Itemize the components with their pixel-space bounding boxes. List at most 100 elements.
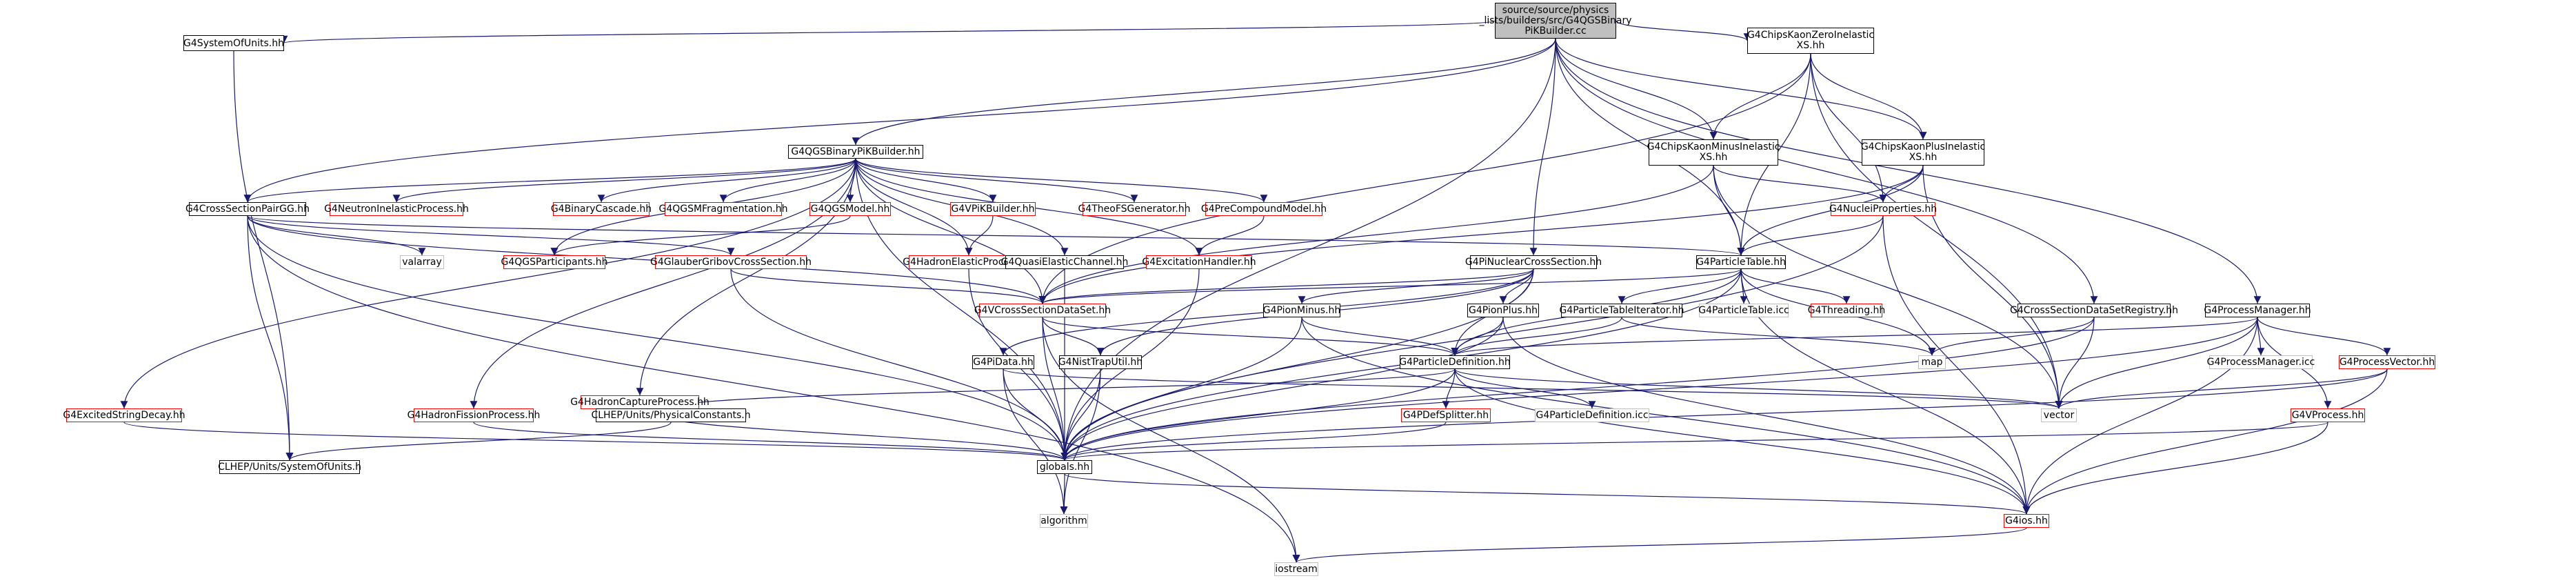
edge-xspair-to-valarray [247, 215, 426, 256]
edge-qgsbin-to-hadel [855, 158, 973, 256]
edge-procmgr-to-procvector [2257, 317, 2391, 356]
edge-qgsbin-to-bincasc [597, 158, 856, 203]
node-clhep-physicalconstants[interactable]: CLHEP/Units/PhysicalConstants.h [591, 408, 751, 422]
edge-xspair-to-globals [247, 215, 1069, 461]
node-g4nisttraputil[interactable]: G4NistTrapUtil.hh [1058, 355, 1143, 369]
edge-qgsbin-to-neutroninel [392, 158, 856, 203]
node-g4particletable[interactable]: G4ParticleTable.hh [1696, 255, 1786, 269]
edge-pdef-to-physconst [667, 368, 1456, 409]
node-g4pidata[interactable]: G4PiData.hh [972, 355, 1034, 369]
node-label-line: G4ParticleDefinition.hh [1399, 357, 1511, 368]
node-g4qgsbinarypikbuilder[interactable]: G4QGSBinaryPiKBuilder.hh [788, 145, 923, 159]
edge-procvector-to-ios [2022, 368, 2388, 515]
node-g4pinuclearcrosssection[interactable]: G4PiNuclearCrossSection.hh [1465, 255, 1602, 269]
node-g4crosssectionpairgg[interactable]: G4CrossSectionPairGG.hh [185, 202, 310, 216]
edge-pionplus-to-globals [1060, 317, 1504, 461]
node-label-line: G4ParticleTable.icc [1698, 305, 1789, 316]
node-g4pionplus[interactable]: G4PionPlus.hh [1467, 304, 1539, 317]
node-g4excitedstringdecay[interactable]: G4ExcitedStringDecay.hh [63, 408, 185, 422]
edge-sysunits-to-clhepunits [233, 50, 294, 461]
node-g4qgsparticipants[interactable]: G4QGSParticipants.hh [501, 255, 607, 269]
node-label-line: G4HadronCaptureProcess.hh [570, 397, 710, 408]
node-g4quasielasticchannel[interactable]: G4QuasiElasticChannel.hh [1001, 255, 1128, 269]
node-g4pdefsplitter[interactable]: G4PDefSplitter.hh [1401, 408, 1491, 422]
edge-nist-to-algorithm [1060, 368, 1101, 515]
edge-qgsbin-to-vpik [855, 158, 997, 203]
node-g4qgsmfragmentation[interactable]: G4QGSMFragmentation.hh [658, 202, 788, 216]
node-g4crosssectiondatasetregistry[interactable]: G4CrossSectionDataSetRegistry.hh [2010, 304, 2178, 317]
node-algorithm[interactable]: algorithm [1040, 514, 1088, 528]
edge-vxsdataset-to-pdef [1042, 317, 1459, 356]
node-label-line: G4ParticleDefinition.icc [1536, 410, 1649, 421]
node-g4excitationhandler[interactable]: G4ExcitationHandler.hh [1142, 255, 1256, 269]
edge-glauber-to-vxsdataset [730, 268, 1047, 304]
edge-nucleiprop-to-ptable [1737, 215, 1884, 256]
node-label-line: XS.hh [1909, 152, 1938, 163]
node-g4neutroninelasticprocess[interactable]: G4NeutronInelasticProcess.hh [324, 202, 469, 216]
node-g4vpikbuilder[interactable]: G4VPiKBuilder.hh [950, 202, 1036, 216]
edge-kminus-to-nucleiprop [1713, 165, 1887, 203]
node-clhep-systemofunits[interactable]: CLHEP/Units/SystemOfUnits.h [218, 460, 361, 474]
node-g4particledefinition-icc[interactable]: G4ParticleDefinition.icc [1535, 408, 1649, 422]
node-g4vprocess[interactable]: G4VProcess.hh [2291, 408, 2365, 422]
node-iostream[interactable]: iostream [1274, 562, 1318, 576]
edge-root-to-pinuclear [1529, 38, 1556, 256]
node-g4vcrosssectiondataset[interactable]: G4VCrossSectionDataSet.hh [974, 304, 1111, 317]
node-g4processmanager-icc[interactable]: G4ProcessManager.icc [2206, 355, 2315, 369]
node-map[interactable]: map [1918, 355, 1946, 369]
node-label-line: G4CrossSectionDataSetRegistry.hh [2009, 305, 2179, 316]
edge-ios-to-iostream [1293, 527, 2027, 563]
node-g4pionminus[interactable]: G4PionMinus.hh [1263, 304, 1340, 317]
node-label-line: G4ProcessVector.hh [2339, 357, 2435, 368]
node-g4hadronelasticprocess[interactable]: G4HadronElasticProcess.hh [903, 255, 1035, 269]
node-label-line: G4ChipsKaonMinusInelastic [1647, 141, 1780, 152]
node-g4glaubergribovcrosssection[interactable]: G4GlauberGribovCrossSection.hh [650, 255, 812, 269]
node-g4particletableiterator[interactable]: G4ParticleTableIterator.hh [1560, 304, 1684, 317]
edge-pidata-to-algorithm [1003, 368, 1068, 515]
node-label-line: G4NeutronInelasticProcess.hh [324, 204, 469, 215]
node-root-file[interactable]: source/source/physics_lists/builders/src… [1479, 3, 1632, 39]
edge-root-to-qgsbin [852, 38, 1556, 146]
node-g4ios[interactable]: G4ios.hh [2004, 514, 2049, 528]
edge-xspair-to-iostream [247, 215, 1300, 563]
edge-pidata-to-vector [1003, 368, 2062, 409]
node-g4binarycascade[interactable]: G4BinaryCascade.hh [551, 202, 652, 216]
node-g4hadronfissionprocess[interactable]: G4HadronFissionProcess.hh [407, 408, 540, 422]
edge-kminus-to-vxsdataset [1038, 165, 1714, 304]
edge-pionplus-to-ios [1502, 317, 2031, 515]
edge-xspair-to-ptable [247, 215, 1744, 256]
edge-pionminus-to-ios [1301, 317, 2031, 515]
edge-pdef-to-pdefsplit [1442, 368, 1456, 409]
node-g4nucleiproperties[interactable]: G4NucleiProperties.hh [1829, 202, 1937, 216]
edge-nist-to-globals [1060, 368, 1101, 461]
node-label-line: G4PDefSplitter.hh [1402, 410, 1489, 421]
node-label-line: G4VProcess.hh [2291, 410, 2364, 421]
node-g4particletable-icc[interactable]: G4ParticleTable.icc [1698, 304, 1789, 317]
node-label-line: G4VPiKBuilder.hh [951, 204, 1035, 215]
node-g4particledefinition[interactable]: G4ParticleDefinition.hh [1399, 355, 1511, 369]
node-g4processmanager[interactable]: G4ProcessManager.hh [2204, 304, 2311, 317]
node-g4qgsmodel[interactable]: G4QGSModel.hh [809, 202, 891, 216]
edge-physconst-to-clhepunits [285, 422, 672, 461]
node-g4systemofunits[interactable]: G4SystemOfUnits.hh [183, 35, 284, 51]
node-label-line: XS.hh [1699, 152, 1728, 163]
node-label-line: G4ProcessManager.icc [2206, 357, 2315, 368]
node-vector[interactable]: vector [2041, 408, 2077, 422]
node-label-line: G4ChipsKaonPlusInelastic [1860, 141, 1986, 152]
node-globals[interactable]: globals.hh [1037, 460, 1092, 474]
edge-pinuclear-to-pionplus [1499, 268, 1534, 304]
node-label-line: source/source/physics [1502, 4, 1609, 16]
edge-xspair-to-clhepunits [247, 215, 294, 461]
dependency-edges [120, 20, 2391, 563]
node-g4precompoundmodel[interactable]: G4PreCompoundModel.hh [1201, 202, 1327, 216]
node-g4threading[interactable]: G4Threading.hh [1808, 304, 1885, 317]
node-g4hadroncaptureprocess[interactable]: G4HadronCaptureProcess.hh [570, 395, 710, 409]
node-g4processvector[interactable]: G4ProcessVector.hh [2339, 355, 2435, 369]
node-g4theofsgenerator[interactable]: G4TheoFSGenerator.hh [1078, 202, 1191, 216]
node-valarray[interactable]: valarray [400, 255, 444, 269]
edge-vpik-to-hadel [965, 215, 994, 256]
node-label-line: G4QGSMFragmentation.hh [658, 204, 788, 215]
